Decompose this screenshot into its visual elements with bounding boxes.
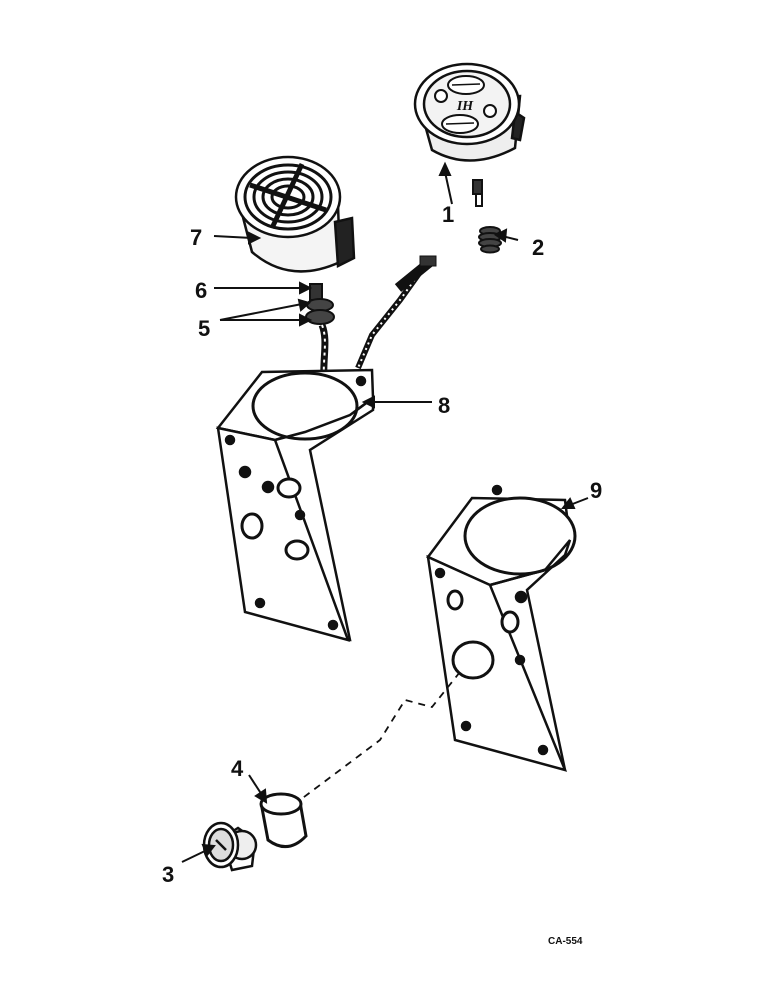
sender-stub — [472, 179, 483, 207]
callout-9: 9 — [590, 478, 603, 503]
callout-8: 8 — [438, 393, 451, 418]
callout-4: 4 — [231, 756, 244, 781]
callout-5: 5 — [198, 316, 211, 341]
gauge-logo-text: IH — [456, 99, 474, 114]
leader-lines — [181, 161, 589, 863]
bulb-part-2 — [478, 226, 502, 254]
drawing-code: CA-554 — [548, 936, 583, 947]
callout-1: 1 — [442, 202, 455, 227]
callout-2: 2 — [532, 235, 545, 260]
ring-part-4 — [259, 792, 308, 848]
callout-6: 6 — [195, 278, 208, 303]
callout-3: 3 — [162, 862, 175, 887]
gauge-part-1 — [413, 62, 526, 162]
assembly-dashed-line — [299, 671, 461, 801]
gauge-part-7 — [234, 155, 356, 273]
socket-part-6 — [309, 283, 323, 301]
tach-cable — [355, 255, 437, 370]
bracket-part-9 — [426, 484, 577, 772]
callout-7: 7 — [190, 225, 203, 250]
bracket-part-8 — [215, 368, 375, 642]
